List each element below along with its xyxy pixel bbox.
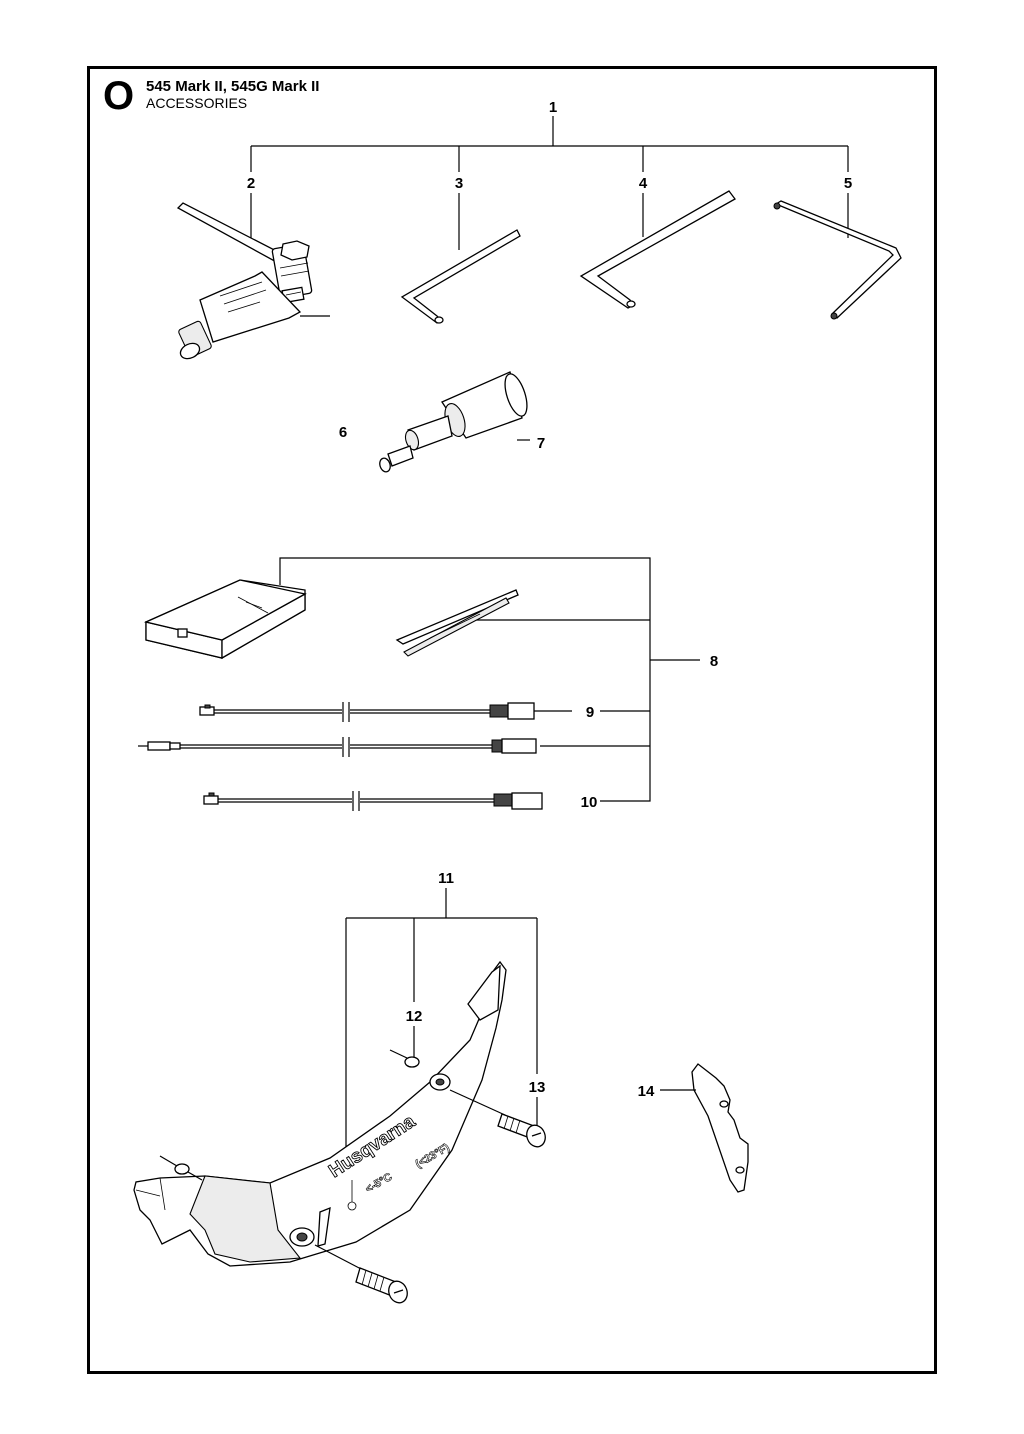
leader-lines-group-1: [250, 116, 849, 250]
part-14-bracket: [660, 1063, 749, 1193]
part-4-hex-key-large: [579, 190, 736, 309]
part-cable-middle: [138, 737, 537, 757]
callout-10: 10: [581, 794, 598, 811]
part-5-torx-key: [773, 200, 902, 320]
callout-3: 3: [455, 175, 463, 192]
diagram-frame: [87, 66, 937, 1374]
part-11-guard: Husqvarna <-5°C (<23°F): [133, 960, 507, 1267]
part-7-tool: [379, 371, 530, 473]
callout-5: 5: [844, 175, 852, 192]
callout-13: 13: [529, 1079, 546, 1096]
callout-12: 12: [406, 1008, 423, 1025]
leader-lines-group-11: [345, 888, 538, 1148]
callout-1: 1: [549, 99, 557, 116]
part-2-socket-wrench: [176, 202, 313, 304]
part-13-screw: [449, 1089, 546, 1148]
part-13-screw-lower: [314, 1244, 408, 1304]
part-6-grease-tube: [178, 271, 330, 360]
callout-2: 2: [247, 175, 255, 192]
part-12-o-ring: [159, 1049, 420, 1181]
section-name: ACCESSORIES: [146, 95, 248, 111]
part-9-cable: [199, 702, 572, 722]
callout-9: 9: [586, 704, 594, 721]
part-10-cable: [203, 791, 543, 811]
callout-6: 6: [339, 424, 347, 441]
part-8-tweezers: [395, 589, 519, 657]
callout-11: 11: [438, 870, 454, 887]
model-title: 545 Mark II, 545G Mark II: [146, 78, 320, 95]
section-letter: O: [103, 74, 135, 118]
callout-labels: 1 2 3 4 5 6 7 8 9 10 11 12 13 14: [247, 99, 852, 1100]
callout-4: 4: [639, 175, 648, 192]
callout-14: 14: [638, 1083, 655, 1100]
callout-7: 7: [537, 435, 545, 452]
leader-lines-group-8: [279, 557, 700, 802]
callout-8: 8: [710, 653, 718, 670]
part-3-hex-key-small: [400, 229, 521, 324]
part-8-case: [143, 579, 307, 660]
